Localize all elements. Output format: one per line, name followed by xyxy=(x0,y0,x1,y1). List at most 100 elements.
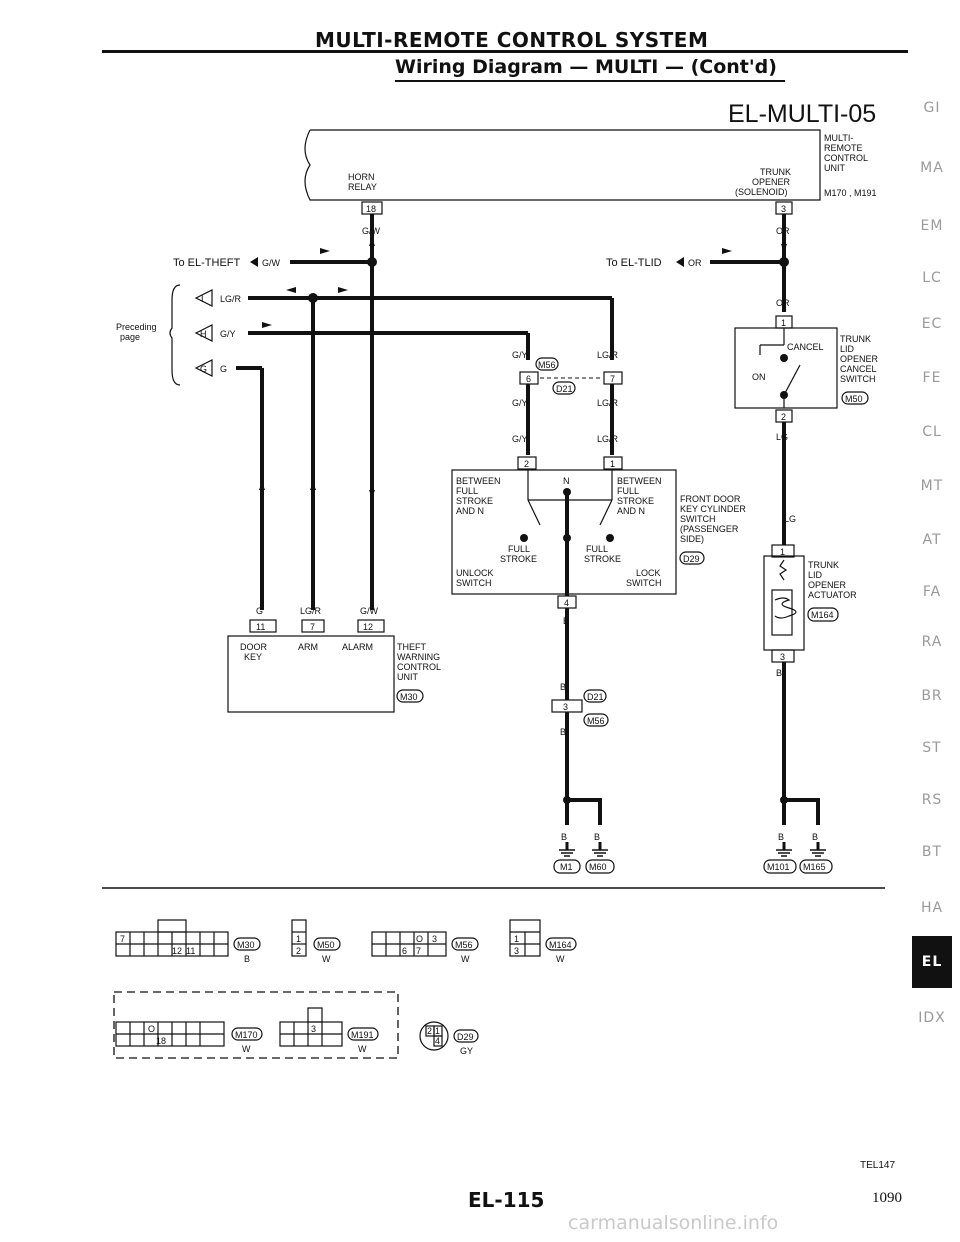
svg-text:ACTUATOR: ACTUATOR xyxy=(808,590,857,600)
svg-text:KEY CYLINDER: KEY CYLINDER xyxy=(680,504,746,514)
section-index-item-active[interactable]: EL xyxy=(912,936,952,988)
svg-text:M164: M164 xyxy=(549,940,572,950)
section-index-item[interactable]: GI xyxy=(923,100,941,116)
svg-text:M56: M56 xyxy=(587,716,605,726)
section-index-item[interactable]: MA xyxy=(920,160,944,176)
svg-text:1: 1 xyxy=(780,547,785,557)
preceding-connector-i: I xyxy=(194,289,213,307)
svg-text:1: 1 xyxy=(435,1026,440,1036)
connector-d29: 2 1 4 D29 GY xyxy=(419,1021,479,1056)
svg-text:M60: M60 xyxy=(589,862,607,872)
page-subtitle: Wiring Diagram — MULTI — (Cont'd) xyxy=(395,56,777,78)
svg-text:W: W xyxy=(322,954,331,964)
section-index-item[interactable]: RS xyxy=(921,792,943,808)
svg-text:AND N: AND N xyxy=(617,506,645,516)
section-index-item[interactable]: LC xyxy=(922,270,942,286)
section-index-item[interactable]: HA xyxy=(920,900,944,916)
svg-text:M50: M50 xyxy=(845,394,863,404)
to-el-theft: To EL-THEFT xyxy=(173,257,241,269)
svg-text:FULL: FULL xyxy=(456,486,478,496)
m60-connector-tag: M60 xyxy=(585,859,615,874)
connector-m50: 1 2 M50 W xyxy=(291,919,341,964)
svg-text:B: B xyxy=(244,954,250,964)
section-index-item[interactable]: AT xyxy=(922,532,942,548)
m50-connector-tag: M50 xyxy=(841,391,869,405)
svg-text:1: 1 xyxy=(610,459,615,469)
section-index-item[interactable]: CL xyxy=(922,424,942,440)
wire-label-lgr-a: LG/R xyxy=(597,350,619,360)
wire-label-gy-b: G/Y xyxy=(512,398,528,408)
section-index-item[interactable]: EM xyxy=(920,218,944,234)
title-rule xyxy=(102,50,908,53)
section-index-item[interactable]: EC xyxy=(921,316,943,332)
svg-text:M1: M1 xyxy=(560,862,573,872)
section-index-item[interactable]: BR xyxy=(921,688,943,704)
m1-connector-tag: M1 xyxy=(553,859,581,874)
svg-text:OPENER: OPENER xyxy=(840,354,879,364)
svg-text:SWITCH: SWITCH xyxy=(626,578,662,588)
svg-text:BETWEEN: BETWEEN xyxy=(617,476,662,486)
svg-text:M56: M56 xyxy=(455,940,473,950)
preceding-connector-g: G xyxy=(194,359,213,377)
front-door-key-cylinder-switch: 2 1 BETWEEN FULL STROKE AND N BETWEEN FU… xyxy=(451,456,677,609)
d21-connector-tag: D21 xyxy=(552,381,576,395)
svg-text:D21: D21 xyxy=(587,692,604,702)
svg-text:18: 18 xyxy=(156,1036,166,1046)
wire-label-b-2: B xyxy=(560,682,566,692)
section-index-item[interactable]: ST xyxy=(922,740,942,756)
svg-text:W: W xyxy=(461,954,470,964)
svg-text:STROKE: STROKE xyxy=(584,554,621,564)
svg-text:7: 7 xyxy=(416,946,421,956)
svg-text:TRUNK: TRUNK xyxy=(808,560,839,570)
wire-label-or-tlid: OR xyxy=(688,258,702,268)
multi-remote-control-unit: MULTI- REMOTE CONTROL UNIT HORN RELAY TR… xyxy=(304,129,877,201)
svg-text:CANCEL: CANCEL xyxy=(840,364,877,374)
d29-connector-tag: D29 xyxy=(679,551,705,565)
section-index-item[interactable]: RA xyxy=(921,634,943,650)
svg-text:4: 4 xyxy=(435,1036,440,1046)
svg-text:M101: M101 xyxy=(767,862,790,872)
section-index-item[interactable]: FE xyxy=(922,370,942,386)
m56-connector-tag: M56 xyxy=(535,357,559,371)
theft-warning-control-unit: G LG/R G/W 11 7 12 DOOR KEY ARM ALARM TH… xyxy=(227,606,441,713)
svg-text:FULL: FULL xyxy=(617,486,639,496)
svg-text:SWITCH: SWITCH xyxy=(840,374,876,384)
svg-text:STROKE: STROKE xyxy=(456,496,493,506)
svg-text:M30: M30 xyxy=(400,692,418,702)
section-index-item[interactable]: IDX xyxy=(918,1010,946,1026)
m101-connector-tag: M101 xyxy=(763,859,797,874)
svg-text:M30: M30 xyxy=(237,940,255,950)
svg-text:6: 6 xyxy=(526,374,531,384)
section-index-item[interactable]: BT xyxy=(921,844,943,860)
wire-label-b-act: B xyxy=(776,668,782,678)
svg-text:THEFT: THEFT xyxy=(397,642,426,652)
m164-connector-tag: M164 xyxy=(807,607,839,622)
svg-text:GY: GY xyxy=(460,1046,473,1056)
pin-horn-number: 18 xyxy=(366,204,376,214)
preceding-connector-h: H xyxy=(194,324,213,342)
horn-relay-label-1: HORN xyxy=(348,172,375,182)
trunk-opener-label-3: (SOLENOID) xyxy=(735,187,788,197)
wire-label-lgr-row: LG/R xyxy=(220,294,242,304)
mrcu-label-3: CONTROL xyxy=(824,153,868,163)
svg-text:OPENER: OPENER xyxy=(808,580,847,590)
svg-text:LID: LID xyxy=(808,570,823,580)
svg-text:11: 11 xyxy=(186,946,195,956)
svg-text:N: N xyxy=(563,476,570,486)
svg-text:G: G xyxy=(200,364,207,374)
trunk-opener-label-1: TRUNK xyxy=(760,167,791,177)
pin-trunk-number: 3 xyxy=(781,204,786,214)
section-index-item[interactable]: FA xyxy=(922,584,942,600)
wire-label-gy-row: G/Y xyxy=(220,329,236,339)
svg-text:1: 1 xyxy=(296,934,301,944)
svg-text:O: O xyxy=(416,934,423,944)
section-index-item[interactable]: MT xyxy=(920,478,944,494)
svg-text:KEY: KEY xyxy=(244,652,262,662)
svg-text:ALARM: ALARM xyxy=(342,642,373,652)
wiring-diagram: MULTI- REMOTE CONTROL UNIT HORN RELAY TR… xyxy=(102,129,885,1059)
svg-text:7: 7 xyxy=(120,934,125,944)
svg-text:G: G xyxy=(256,606,263,616)
svg-text:D29: D29 xyxy=(457,1032,474,1042)
wire-label-g-row: G xyxy=(220,364,227,374)
svg-text:CONTROL: CONTROL xyxy=(397,662,441,672)
